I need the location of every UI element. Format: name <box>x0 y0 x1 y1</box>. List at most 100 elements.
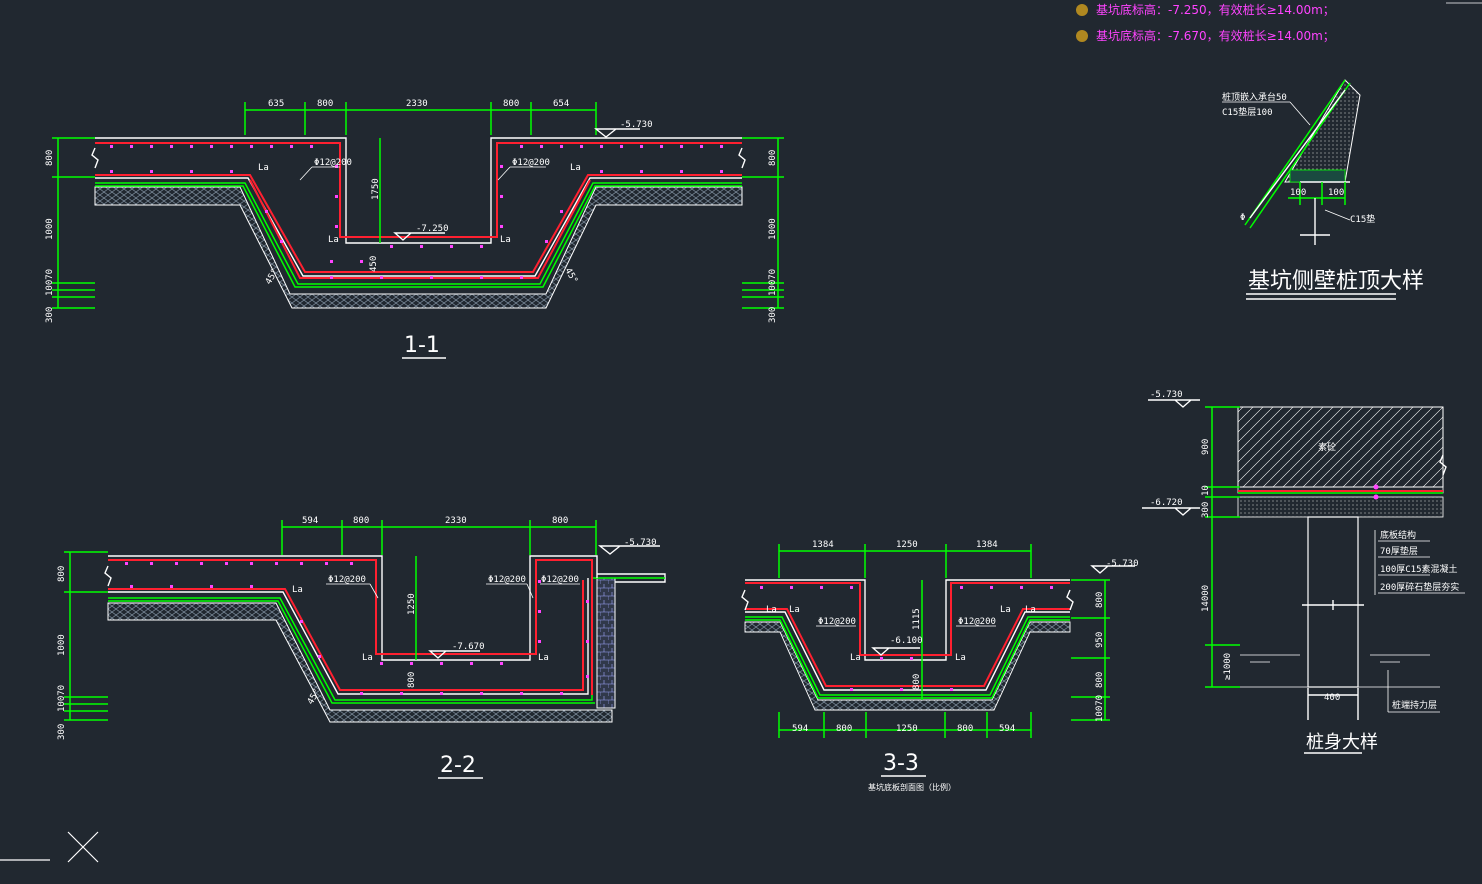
svg-text:La: La <box>1000 605 1011 615</box>
svg-text:La: La <box>850 653 861 663</box>
svg-text:La: La <box>955 653 966 663</box>
svg-text:-7.670: -7.670 <box>452 642 485 652</box>
svg-text:La: La <box>500 235 511 245</box>
svg-text:1750: 1750 <box>371 178 381 200</box>
svg-text:14000: 14000 <box>1201 585 1211 612</box>
svg-text:635: 635 <box>268 99 284 109</box>
svg-text:900: 900 <box>1201 439 1211 455</box>
section-3-3-title: 3-3 <box>883 751 919 776</box>
note-icon-2 <box>1076 30 1088 42</box>
section-2-2-title: 2-2 <box>440 753 476 778</box>
svg-text:800: 800 <box>768 150 778 166</box>
pile-detail: 素砼 400 桩端持力层 底板结构 70厚垫层 100厚C15素混凝土 200厚… <box>1142 390 1465 754</box>
svg-text:450: 450 <box>369 256 379 272</box>
rebar-dots <box>125 562 589 695</box>
svg-text:10070: 10070 <box>1095 695 1105 722</box>
bottom-dimensions: 594 800 1250 800 594 <box>778 712 1032 738</box>
svg-text:300: 300 <box>45 307 55 323</box>
svg-text:-6.100: -6.100 <box>890 636 923 646</box>
svg-text:2330: 2330 <box>406 99 428 109</box>
svg-text:1250: 1250 <box>896 540 918 550</box>
svg-text:C15垫层100: C15垫层100 <box>1222 106 1273 118</box>
svg-text:Φ12@200: Φ12@200 <box>488 575 526 585</box>
svg-text:654: 654 <box>553 99 569 109</box>
svg-text:800: 800 <box>407 672 417 688</box>
svg-text:2330: 2330 <box>445 516 467 526</box>
svg-text:1000: 1000 <box>57 634 67 656</box>
svg-text:1000: 1000 <box>768 218 778 240</box>
svg-text:800: 800 <box>503 99 519 109</box>
svg-text:300: 300 <box>1201 502 1211 518</box>
svg-text:10070: 10070 <box>45 269 55 296</box>
svg-text:桩顶嵌入承台50: 桩顶嵌入承台50 <box>1222 91 1287 103</box>
svg-text:-5.730: -5.730 <box>620 120 653 130</box>
top-dimensions: 594 800 2330 800 <box>281 516 597 555</box>
svg-text:1250: 1250 <box>896 724 918 734</box>
svg-text:-7.250: -7.250 <box>416 224 449 234</box>
notes: 基坑底标高：-7.250，有效桩长≥14.00m； 基坑底标高：-7.670，有… <box>1076 2 1482 43</box>
svg-text:素砼: 素砼 <box>1318 441 1336 453</box>
top-dimensions: 635 800 2330 800 654 <box>244 99 597 135</box>
note-2: 基坑底标高：-7.670，有效桩长≥14.00m； <box>1096 28 1335 43</box>
svg-text:1250: 1250 <box>407 593 417 615</box>
svg-text:Φ12@200: Φ12@200 <box>958 617 996 627</box>
svg-text:La: La <box>258 163 269 173</box>
svg-text:100厚C15素混凝土: 100厚C15素混凝土 <box>1380 563 1458 575</box>
svg-text:300: 300 <box>768 307 778 323</box>
svg-text:底板结构: 底板结构 <box>1380 529 1416 541</box>
svg-text:1115: 1115 <box>912 608 922 630</box>
svg-text:594: 594 <box>792 724 808 734</box>
svg-text:1000: 1000 <box>45 218 55 240</box>
svg-text:1384: 1384 <box>812 540 834 550</box>
svg-text:Φ12@200: Φ12@200 <box>818 617 856 627</box>
left-dimensions: 800 1000 10070 300 <box>57 551 108 740</box>
svg-text:800: 800 <box>1095 672 1105 688</box>
svg-text:≥1000: ≥1000 <box>1223 653 1233 680</box>
svg-text:594: 594 <box>999 724 1015 734</box>
pile-title: 桩身大样 <box>1306 732 1378 753</box>
note-icon-1 <box>1076 4 1088 16</box>
top-dimensions: 1384 1250 1384 <box>778 540 1032 578</box>
svg-text:Φ12@200: Φ12@200 <box>328 575 366 585</box>
svg-text:594: 594 <box>302 516 318 526</box>
section-3-3-subtitle: 基坑底板剖面图（比例） <box>868 782 956 792</box>
svg-text:La: La <box>789 605 800 615</box>
svg-text:800: 800 <box>317 99 333 109</box>
pile-cap-detail: 100 100 C15垫 桩顶嵌入承台50 C15垫层100 Φ 基坑侧壁桩顶大… <box>1222 79 1424 300</box>
left-dimensions: 800 1000 10070 300 <box>45 137 95 323</box>
right-dimensions: 800 1000 10070 300 <box>742 137 784 323</box>
svg-text:La: La <box>538 653 549 663</box>
svg-text:La: La <box>570 163 581 173</box>
svg-text:800: 800 <box>957 724 973 734</box>
svg-text:Φ12@200: Φ12@200 <box>314 158 352 168</box>
svg-text:La: La <box>1025 605 1036 615</box>
svg-text:100: 100 <box>1328 188 1344 198</box>
svg-text:100: 100 <box>1290 188 1306 198</box>
svg-text:-5.730: -5.730 <box>624 538 657 548</box>
pile-cap-title: 基坑侧壁桩顶大样 <box>1248 269 1424 294</box>
svg-text:800: 800 <box>912 674 922 690</box>
section-3-3: 1384 1250 1384 594 800 1250 800 594 800 <box>741 540 1139 792</box>
svg-text:La: La <box>292 585 303 595</box>
svg-text:10: 10 <box>1201 485 1211 496</box>
svg-text:Φ12@200: Φ12@200 <box>512 158 550 168</box>
ucs-icon <box>0 831 99 863</box>
svg-text:800: 800 <box>836 724 852 734</box>
svg-text:-5.730: -5.730 <box>1106 559 1139 569</box>
svg-text:-6.720: -6.720 <box>1150 498 1183 508</box>
svg-text:800: 800 <box>57 566 67 582</box>
svg-text:La: La <box>362 653 373 663</box>
svg-text:800: 800 <box>353 516 369 526</box>
svg-text:200厚碎石垫层夯实: 200厚碎石垫层夯实 <box>1380 581 1459 593</box>
svg-text:45°: 45° <box>562 267 579 286</box>
section-2-2: 594 800 2330 800 -5.730 800 1000 10070 3… <box>57 516 666 779</box>
section-1-1: 635 800 2330 800 654 -5.730 800 1000 100… <box>45 99 784 359</box>
right-dimensions: 800 950 800 10070 <box>1071 579 1110 722</box>
rebar-dots <box>110 145 723 279</box>
svg-text:800: 800 <box>1095 592 1105 608</box>
note-1: 基坑底标高：-7.250，有效桩长≥14.00m； <box>1096 2 1335 17</box>
svg-text:300: 300 <box>57 724 67 740</box>
svg-text:10070: 10070 <box>768 269 778 296</box>
svg-text:La: La <box>328 235 339 245</box>
